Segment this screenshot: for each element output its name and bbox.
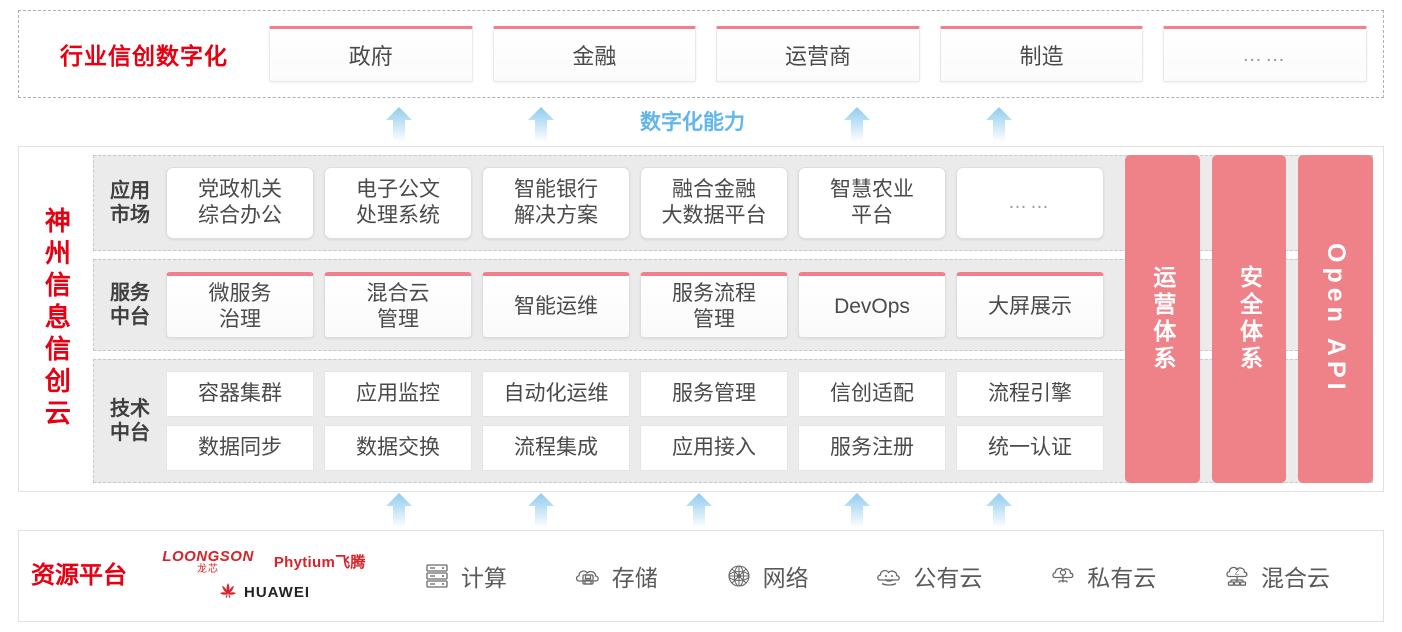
tier-label-service-midplatform: 服务 中台	[110, 282, 150, 328]
hybrid-cloud-icon: Z	[1222, 561, 1252, 591]
resource-platform-band: 资源平台 LOONGSON 龙芯 Phytium飞腾 HUAWEI	[18, 530, 1384, 622]
loongson-logo-en: LOONGSON	[162, 547, 254, 565]
tier-label-application-market: 应用 市场	[110, 180, 150, 226]
cloud-platform-title: 神州信息信创云	[19, 147, 93, 491]
pillar-label-operation-system: 运营体系	[1149, 265, 1176, 373]
huawei-flower-icon	[218, 581, 238, 604]
svg-text:Z: Z	[1235, 570, 1240, 577]
cell-devops[interactable]: DevOps	[798, 272, 946, 338]
phytium-logo: Phytium飞腾	[273, 554, 366, 571]
cell-service-registry[interactable]: 服务注册	[798, 425, 946, 471]
resource-item-public-cloud[interactable]: 公有云	[874, 559, 982, 593]
resource-item-private-cloud[interactable]: 私有云	[1048, 559, 1156, 593]
industry-box-telecom[interactable]: 运营商	[716, 26, 920, 82]
resource-label-storage: 存储	[611, 565, 658, 591]
cell-xinchuang-adaptation[interactable]: 信创适配	[798, 371, 946, 417]
cell-service-management[interactable]: 服务管理	[640, 371, 788, 417]
cell-data-sync[interactable]: 数据同步	[166, 425, 314, 471]
private-cloud-icon	[1048, 561, 1078, 591]
resource-item-network[interactable]: 网络	[724, 559, 809, 593]
cell-app-monitoring[interactable]: 应用监控	[324, 371, 472, 417]
cell-edoc-system[interactable]: 电子公文 处理系统	[324, 167, 472, 239]
industry-box-government[interactable]: 政府	[269, 26, 473, 82]
up-arrow-icon	[982, 106, 1016, 142]
cell-application-more[interactable]: ……	[956, 167, 1104, 239]
cell-process-engine[interactable]: 流程引擎	[956, 371, 1104, 417]
resource-title-line1: 资源平台	[31, 561, 127, 589]
cloud-title-c1: 神州信息信创云	[41, 207, 72, 431]
up-arrow-icon	[840, 492, 874, 528]
industry-box-list: 政府 金融 运营商 制造 ……	[269, 26, 1383, 82]
server-icon	[422, 561, 452, 591]
industry-box-more[interactable]: ……	[1163, 26, 1367, 82]
up-arrow-icon	[382, 492, 416, 528]
resource-label-private-cloud: 私有云	[1087, 565, 1157, 591]
resource-label-public-cloud: 公有云	[913, 565, 983, 591]
cell-hybrid-cloud-mgmt[interactable]: 混合云 管理	[324, 272, 472, 338]
vendor-logo-group: LOONGSON 龙芯 Phytium飞腾 HUAWEI	[139, 549, 389, 604]
cell-microservice-governance[interactable]: 微服务 治理	[166, 272, 314, 338]
capability-label: 数字化能力	[640, 111, 745, 134]
vendor-logo-row-1: LOONGSON 龙芯 Phytium飞腾	[162, 549, 365, 575]
cloud-platform-container: 神州信息信创云 应用 市场 党政机关 综合办公 电子公文 处理系统 智能银行 解…	[18, 146, 1384, 492]
resource-item-storage[interactable]: 存储	[573, 559, 658, 593]
resource-item-hybrid-cloud[interactable]: Z 混合云	[1222, 559, 1330, 593]
resource-arrow-strip	[0, 492, 1402, 530]
up-arrow-icon	[682, 492, 716, 528]
cell-data-exchange[interactable]: 数据交换	[324, 425, 472, 471]
pillar-security-system[interactable]: 安全体系	[1211, 155, 1287, 483]
resource-item-compute[interactable]: 计算	[422, 559, 507, 593]
cell-automated-ops[interactable]: 自动化运维	[482, 371, 630, 417]
cloud-tier-stack: 应用 市场 党政机关 综合办公 电子公文 处理系统 智能银行 解决方案 融合金融…	[93, 147, 1383, 491]
resource-item-list: 计算 存储	[389, 559, 1383, 593]
industry-band: 行业信创数字化 政府 金融 运营商 制造 ……	[18, 10, 1384, 98]
industry-box-finance[interactable]: 金融	[492, 26, 697, 82]
up-arrow-icon	[840, 106, 874, 142]
resource-label-compute: 计算	[460, 565, 507, 591]
tier-technology-midplatform-rows: 容器集群 应用监控 自动化运维 服务管理 信创适配 流程引擎 数据同步 数据交换…	[166, 371, 1372, 471]
huawei-logo: HUAWEI	[218, 581, 310, 604]
pillar-label-security-system: 安全体系	[1236, 265, 1263, 373]
cell-fusion-finance-bigdata[interactable]: 融合金融 大数据平台	[640, 167, 788, 239]
cell-process-integration[interactable]: 流程集成	[482, 425, 630, 471]
cell-unified-auth[interactable]: 统一认证	[956, 425, 1104, 471]
industry-box-manufacturing[interactable]: 制造	[939, 26, 1144, 82]
pillar-label-open-api: Open API	[1322, 243, 1351, 395]
up-arrow-icon	[524, 106, 558, 142]
public-cloud-icon	[874, 561, 904, 591]
capability-arrow-strip: 数字化能力	[0, 102, 1402, 142]
cell-smart-bank-solution[interactable]: 智能银行 解决方案	[482, 167, 630, 239]
pillar-column-group: 运营体系 安全体系 Open API	[1125, 147, 1383, 491]
tier-service-midplatform-cells: 微服务 治理 混合云 管理 智能运维 服务流程 管理 DevOps 大屏展示	[166, 272, 1372, 338]
tier-application-market-cells: 党政机关 综合办公 电子公文 处理系统 智能银行 解决方案 融合金融 大数据平台…	[166, 167, 1372, 239]
industry-band-title: 行业信创数字化	[60, 43, 228, 69]
vendor-logo-row-2: HUAWEI	[218, 581, 310, 604]
network-icon	[724, 561, 754, 591]
tier-label-technology-midplatform: 技术 中台	[110, 398, 150, 444]
up-arrow-icon	[982, 492, 1016, 528]
cell-bigscreen-display[interactable]: 大屏展示	[956, 272, 1104, 338]
tech-row-2: 数据同步 数据交换 流程集成 应用接入 服务注册 统一认证	[166, 425, 1104, 471]
cell-smart-ops[interactable]: 智能运维	[482, 272, 630, 338]
storage-cloud-icon	[573, 561, 603, 591]
cell-service-process-mgmt[interactable]: 服务流程 管理	[640, 272, 788, 338]
loongson-logo: LOONGSON 龙芯	[162, 549, 254, 575]
cell-container-cluster[interactable]: 容器集群	[166, 371, 314, 417]
up-arrow-icon	[382, 106, 416, 142]
resource-label-hybrid-cloud: 混合云	[1261, 565, 1331, 591]
cell-app-access[interactable]: 应用接入	[640, 425, 788, 471]
pillar-operation-system[interactable]: 运营体系	[1125, 155, 1200, 483]
up-arrow-icon	[524, 492, 558, 528]
pillar-open-api[interactable]: Open API	[1298, 155, 1374, 483]
cell-party-gov-office[interactable]: 党政机关 综合办公	[166, 167, 314, 239]
huawei-logo-text: HUAWEI	[244, 583, 310, 601]
cell-smart-agriculture[interactable]: 智慧农业 平台	[798, 167, 946, 239]
resource-label-network: 网络	[762, 565, 809, 591]
loongson-logo-cn: 龙芯	[197, 563, 220, 575]
tech-row-1: 容器集群 应用监控 自动化运维 服务管理 信创适配 流程引擎	[166, 371, 1104, 417]
resource-platform-title: 资源平台	[19, 562, 139, 591]
